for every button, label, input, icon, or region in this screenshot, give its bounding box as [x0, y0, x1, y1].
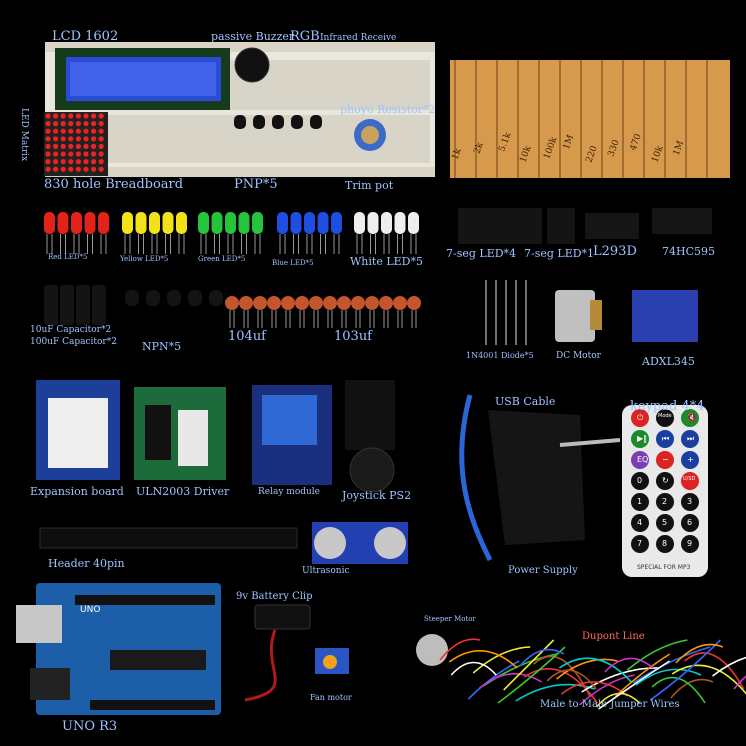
- label-buzzer: passive Buzzer: [211, 30, 295, 43]
- remote-key-label: ⏮: [662, 434, 670, 443]
- relay-board: [252, 385, 332, 485]
- remote-key-label: 9: [687, 539, 693, 548]
- remote-key-label: 4: [637, 518, 643, 527]
- label-diode: 1N4001 Diode*5: [466, 351, 534, 360]
- label-keypad: keypad 4*4: [630, 399, 705, 414]
- remote-key-label: ↻: [662, 476, 669, 485]
- label-l293d: L293D: [593, 244, 637, 259]
- label-blue-led: Blue LED*5: [272, 259, 314, 267]
- remote-key-label: EQ: [637, 455, 649, 464]
- label-relay: Relay module: [258, 487, 321, 497]
- remote-key-label: U/SD: [683, 476, 696, 482]
- remote-key-label: 2: [662, 497, 668, 506]
- label-uln: ULN2003 Driver: [136, 485, 230, 498]
- label-breadboard: 830 hole Breadboard: [44, 177, 184, 192]
- remote-key-label: 6: [687, 518, 693, 527]
- buzzer: [234, 47, 270, 83]
- led-row: [44, 212, 419, 254]
- label-104uf: 104uf: [228, 329, 266, 344]
- remote-key-label: 🔇: [687, 413, 697, 422]
- trim-pot: [354, 119, 386, 151]
- stepper-motor: [416, 634, 448, 666]
- lcd-module: [55, 48, 230, 110]
- remote-key-label: ▶‖: [637, 434, 648, 443]
- remote-key-label: 3: [687, 497, 693, 506]
- label-lcd: LCD 1602: [52, 29, 119, 44]
- label-expansion: Expansion board: [30, 485, 124, 498]
- l293d-chip: [585, 213, 639, 239]
- npn-transistors: [125, 290, 223, 306]
- label-red-led: Red LED*5: [48, 253, 88, 261]
- resistor-strip: [450, 60, 730, 178]
- label-adxl: ADXL345: [642, 355, 695, 368]
- ceramic-capacitors: [225, 296, 421, 328]
- battery-clip: [244, 604, 311, 702]
- label-ultrasonic: Ultrasonic: [302, 566, 350, 576]
- expansion-board: [36, 380, 120, 480]
- label-fan: Fan motor: [310, 693, 352, 702]
- label-ledmatrix: LED Matrix: [19, 108, 29, 162]
- remote-subtitle: SPECIAL FOR MP3: [637, 564, 691, 571]
- label-cap2: 100uF Capacitor*2: [30, 337, 117, 347]
- label-power: Power Supply: [508, 565, 578, 576]
- remote-key-label: +: [687, 455, 694, 464]
- pnp-transistors: [234, 115, 322, 129]
- label-npn: NPN*5: [142, 340, 182, 353]
- servo-motor: [315, 648, 349, 674]
- remote-key-label: ⏭: [687, 434, 695, 443]
- remote-key-label: −: [662, 455, 669, 464]
- hc595-chip: [652, 208, 712, 234]
- label-pnp: PNP*5: [234, 177, 278, 192]
- header-pins: [39, 527, 298, 549]
- remote-key-label: Mode: [658, 413, 672, 419]
- label-jumper: Male to Male Jumper Wires: [540, 699, 680, 710]
- electrolytic-capacitors: [44, 285, 106, 325]
- dc-motor: [555, 290, 602, 342]
- label-steeper: Steeper Motor: [424, 615, 476, 623]
- label-cap1: 10uF Capacitor*2: [30, 325, 112, 335]
- label-ir: Infrared Receive: [320, 33, 397, 43]
- remote-key-label: 0: [637, 476, 643, 485]
- remote-key-label: 8: [662, 539, 668, 548]
- label-white-led: White LED*5: [350, 255, 423, 268]
- ir-remote: [622, 405, 708, 577]
- label-photo: phoyo Resistor*2: [340, 103, 436, 116]
- remote-key-label: 7: [637, 539, 643, 548]
- jumper-wires: [439, 638, 746, 710]
- seven-segment: [458, 208, 575, 244]
- label-usb: USB Cable: [495, 395, 556, 408]
- label-seg1: 7-seg LED*1: [524, 247, 595, 260]
- adxl-board: [632, 290, 698, 342]
- label-uno: UNO R3: [62, 719, 118, 734]
- remote-key-label: 5: [662, 518, 668, 527]
- label-dcmotor: DC Motor: [556, 351, 601, 361]
- label-trim: Trim pot: [345, 179, 394, 192]
- label-rgb: RGB: [290, 29, 320, 44]
- label-yellow-led: Yellow LED*5: [120, 255, 169, 263]
- label-battery: 9v Battery Clip: [236, 591, 313, 602]
- label-seg4: 7-seg LED*4: [446, 247, 517, 260]
- uno-logo-text: UNO: [80, 605, 101, 615]
- label-hc595: 74HC595: [662, 245, 716, 258]
- remote-key-label: 1: [637, 497, 643, 506]
- uln-driver: [134, 387, 226, 480]
- label-103uf: 103uf: [334, 329, 372, 344]
- power-supply: [459, 394, 621, 562]
- ultrasonic-sensor: [312, 522, 408, 564]
- label-header: Header 40pin: [48, 557, 125, 570]
- label-dupont: Dupont Line: [582, 631, 645, 642]
- remote-key-label: ⏻: [637, 413, 644, 422]
- led-matrix: [44, 112, 108, 176]
- label-joystick: Joystick PS2: [342, 489, 412, 502]
- arduino-uno: [16, 583, 221, 715]
- diodes: [485, 280, 527, 345]
- label-green-led: Green LED*5: [198, 255, 246, 263]
- joystick-module: [345, 380, 395, 493]
